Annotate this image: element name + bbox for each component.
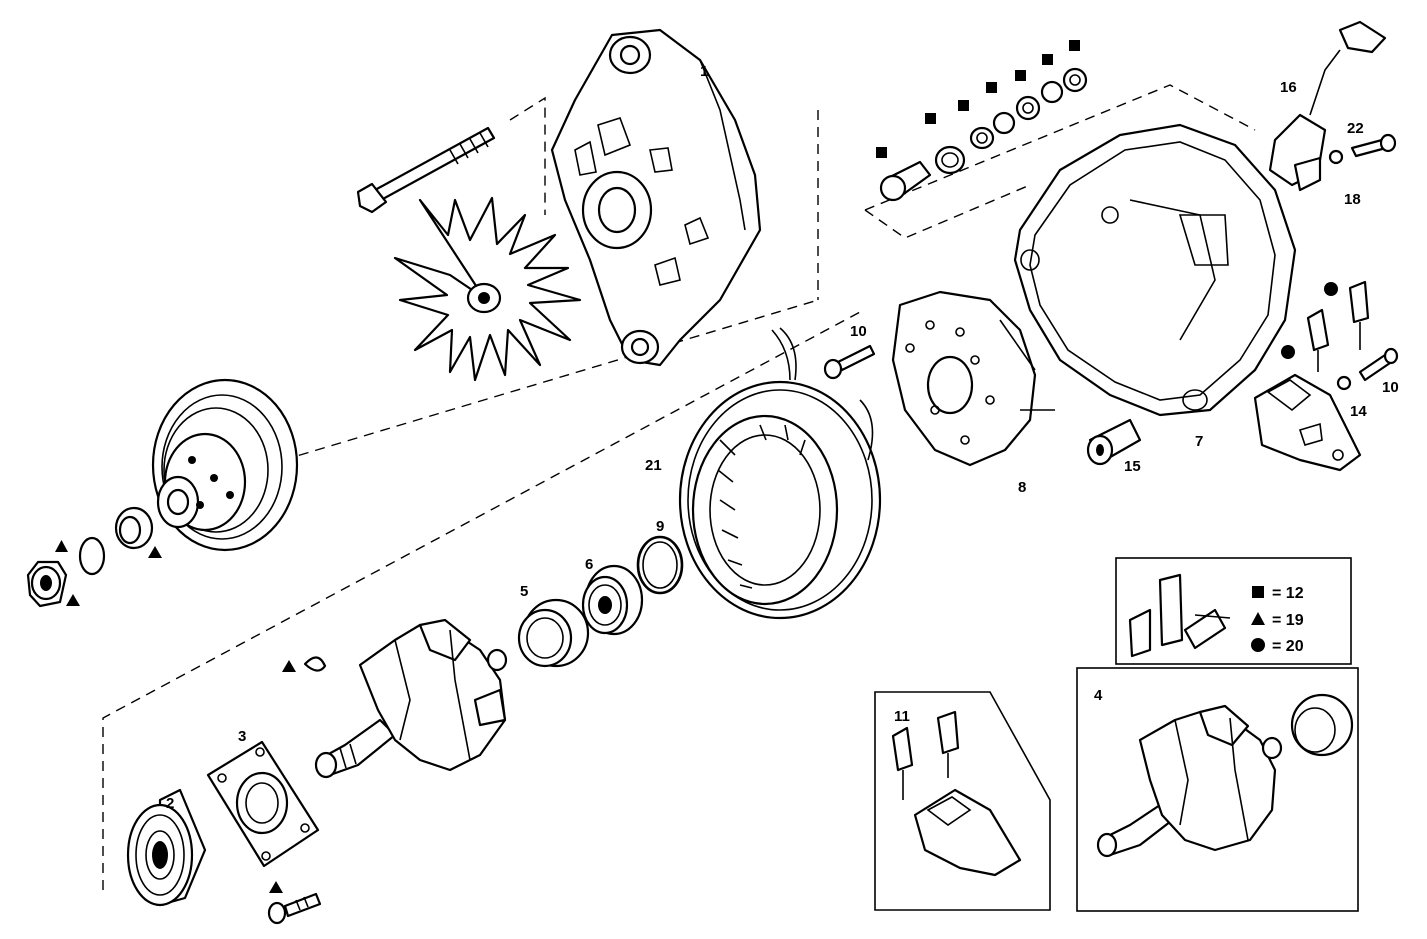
small-washers [879, 67, 1088, 202]
woodruff-key [303, 656, 327, 672]
through-bolt [356, 126, 496, 214]
inset-rotor-assembly [1076, 667, 1359, 912]
rotor [314, 618, 508, 779]
part-label-3: 3 [238, 728, 246, 745]
bracket-screw [823, 344, 876, 380]
drive-end-bracket [550, 28, 762, 367]
part-label-2: 2 [166, 795, 174, 812]
spacer-ring [114, 506, 154, 550]
rectifier-plate [891, 290, 1055, 467]
legend-circle-text: = 20 [1272, 638, 1304, 655]
o-ring [636, 535, 684, 595]
part-label-10b: 10 [1382, 379, 1399, 396]
lock-washer [78, 536, 106, 576]
part-label-4: 4 [1094, 687, 1103, 704]
pulley-nut [26, 560, 68, 608]
bushing [1086, 418, 1142, 466]
inset-brush-kit [874, 691, 1051, 911]
part-label-16: 16 [1280, 79, 1297, 96]
cooling-fan [393, 196, 582, 382]
assembly-guide-lines [102, 84, 1256, 890]
legend-square-text: = 12 [1272, 585, 1304, 602]
part-label-15: 15 [1124, 458, 1141, 475]
stator [678, 327, 882, 620]
legend-triangle-text: = 19 [1272, 612, 1304, 629]
part-label-14: 14 [1350, 403, 1367, 420]
part-label-7: 7 [1195, 433, 1203, 450]
part-label-5: 5 [520, 583, 528, 600]
part-label-9: 9 [656, 518, 664, 535]
part-label-22: 22 [1347, 120, 1364, 137]
legend-box [1115, 557, 1352, 665]
part-label-8: 8 [1018, 479, 1026, 496]
brush-holder [1253, 373, 1362, 472]
part-label-11: 11 [894, 708, 910, 725]
plate-screw [267, 892, 322, 925]
pulley [151, 378, 299, 552]
voltage-regulator [1268, 20, 1387, 192]
part-label-21: 21 [645, 457, 662, 474]
part-label-10a: 10 [850, 323, 867, 340]
legend-entries: = 12 = 19 = 20 [1272, 585, 1304, 655]
brushes [1306, 280, 1370, 372]
holder-screw [1336, 347, 1399, 391]
regulator-screw [1328, 133, 1397, 165]
part-label-18: 18 [1344, 191, 1361, 208]
rear-bearing-ring [517, 598, 590, 668]
part-label-1: 1 [700, 63, 708, 80]
bearing-retainer-plate [206, 740, 320, 868]
rear-housing [1013, 123, 1297, 417]
part-symbols [55, 40, 1338, 893]
front-bearing [126, 788, 207, 907]
part-number-labels: 1 2 3 4 5 6 7 8 9 10 10 11 14 15 16 18 2… [166, 63, 1399, 812]
part-label-6: 6 [585, 556, 593, 573]
rear-bearing [581, 564, 644, 636]
